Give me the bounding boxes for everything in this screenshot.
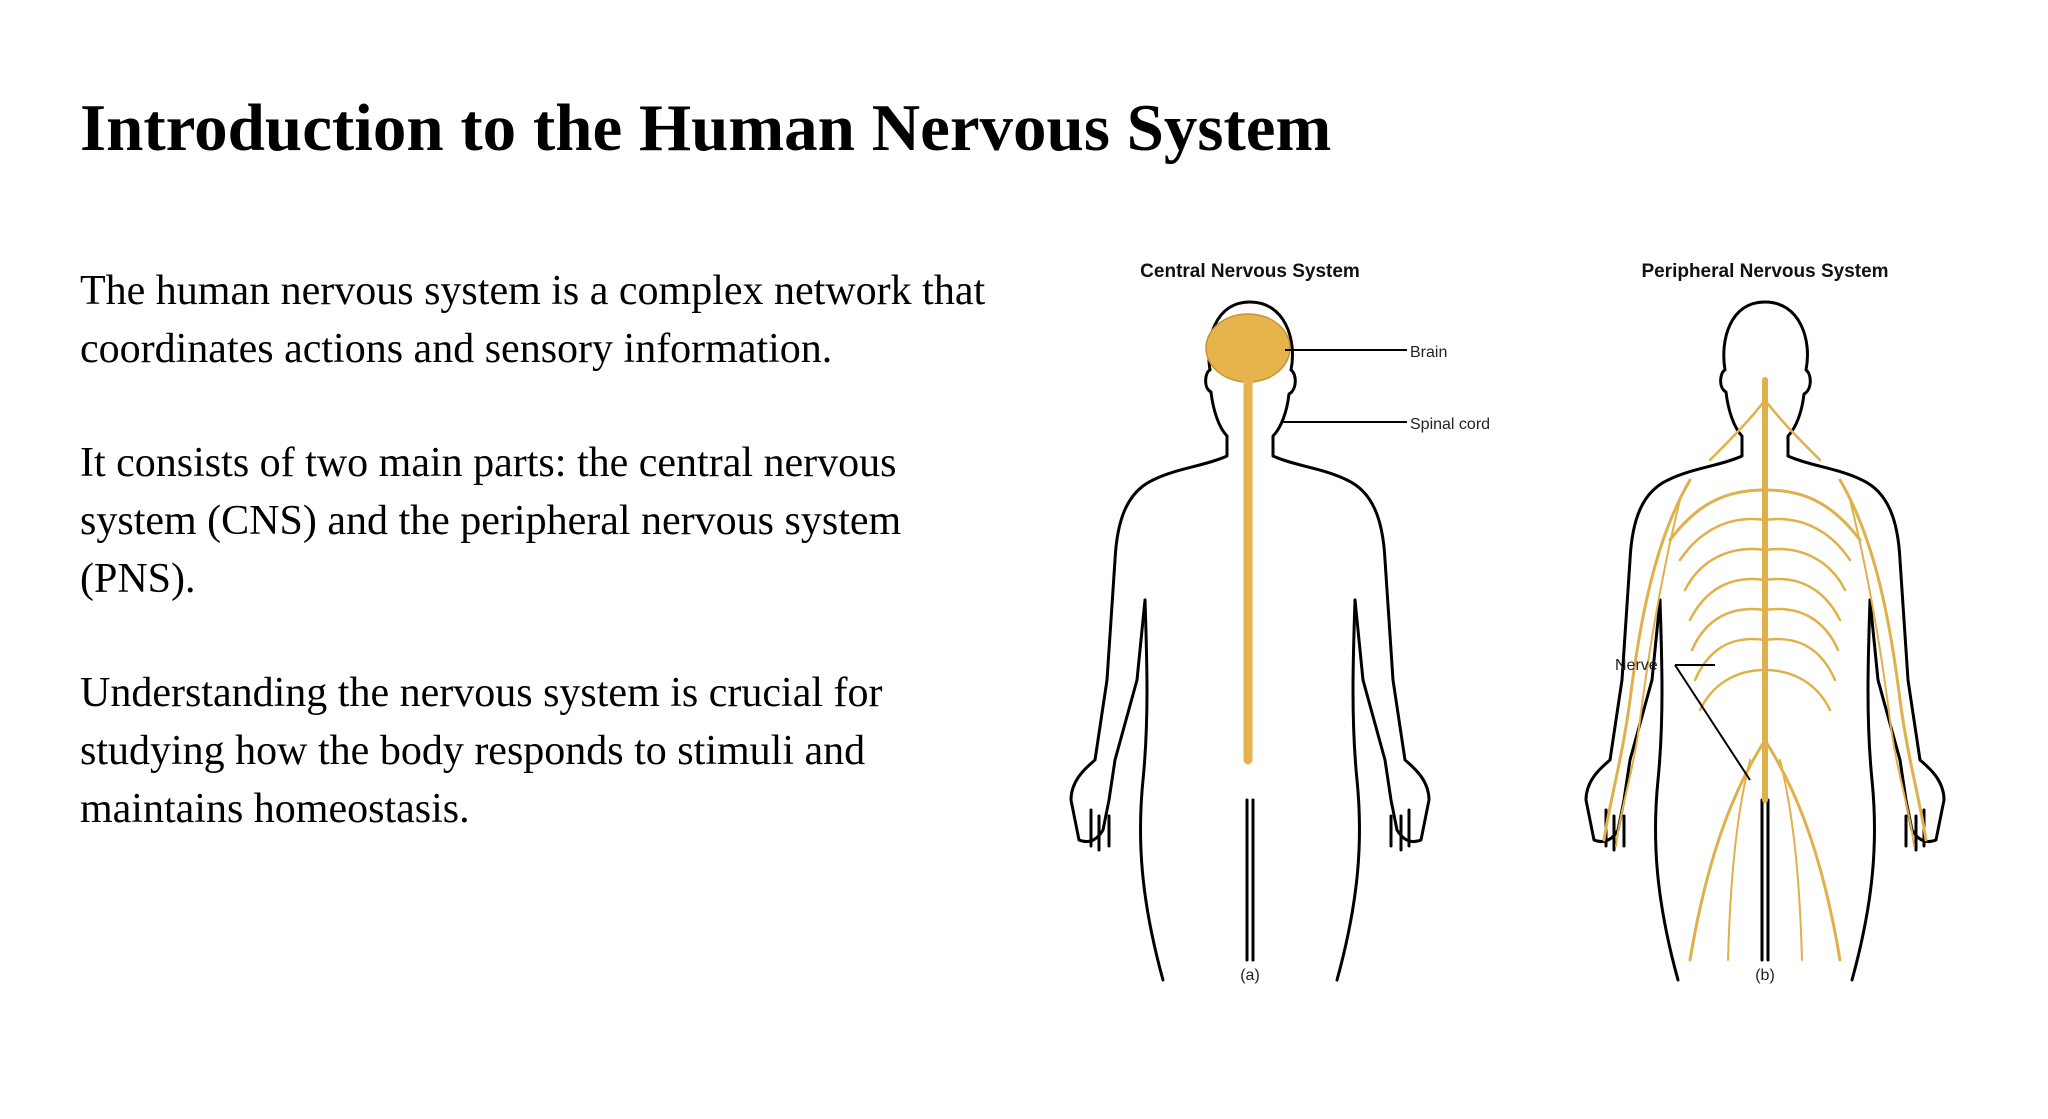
paragraph-importance: Understanding the nervous system is cruc…	[80, 670, 883, 832]
cns-heading: Central Nervous System	[1140, 261, 1360, 282]
nervous-system-figure: Central Nervous System Peripheral Nervou…	[1060, 240, 2000, 1010]
nerve-label: Nerve	[1615, 657, 1658, 674]
pns-body-diagram	[1584, 300, 1946, 982]
paragraph-intro: The human nervous system is a complex ne…	[80, 268, 986, 372]
peripheral-nerves	[1602, 377, 1928, 962]
pns-caption: (b)	[1755, 967, 1775, 984]
pns-heading: Peripheral Nervous System	[1641, 261, 1888, 282]
cns-body-diagram	[1069, 300, 1431, 982]
slide-title: Introduction to the Human Nervous System	[80, 91, 1332, 165]
body-text: The human nervous system is a complex ne…	[80, 262, 1020, 894]
brain-shape	[1205, 313, 1291, 383]
spinal-cord-label: Spinal cord	[1410, 416, 1490, 433]
brain-label: Brain	[1410, 344, 1447, 361]
cns-caption: (a)	[1240, 967, 1260, 984]
paragraph-parts: It consists of two main parts: the centr…	[80, 440, 902, 602]
